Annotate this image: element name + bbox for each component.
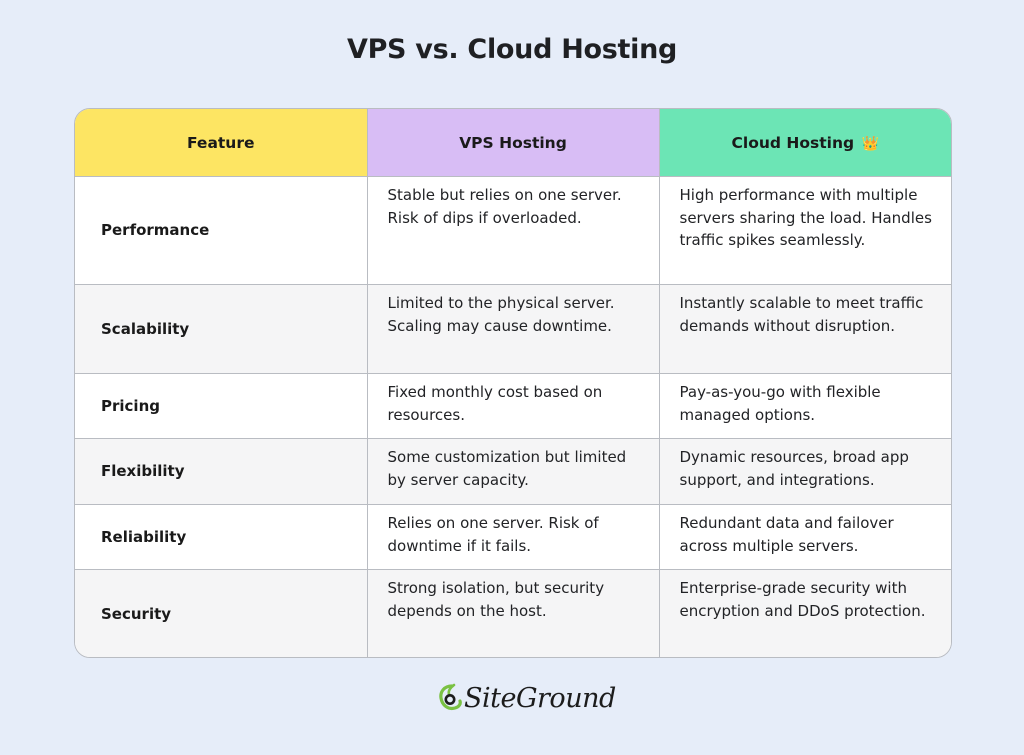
feature-cell: Pricing <box>75 373 368 439</box>
vps-cell: Some customization but limited by server… <box>367 438 660 505</box>
cloud-cell: Instantly scalable to meet traffic deman… <box>659 284 951 374</box>
logo-text: SiteGround <box>464 682 616 714</box>
comparison-table: Feature VPS Hosting Cloud Hosting 👑 Perf… <box>75 109 951 657</box>
cloud-cell: Enterprise-grade security with encryptio… <box>659 569 951 657</box>
siteground-logo: SiteGround <box>438 680 616 716</box>
comparison-table-container: Feature VPS Hosting Cloud Hosting 👑 Perf… <box>74 108 952 658</box>
vps-cell: Relies on one server. Risk of downtime i… <box>367 504 660 570</box>
table-row-scalability: Scalability Limited to the physical serv… <box>75 284 951 374</box>
header-feature: Feature <box>75 109 368 177</box>
table-header-row: Feature VPS Hosting Cloud Hosting 👑 <box>75 109 951 177</box>
vps-cell: Limited to the physical server. Scaling … <box>367 284 660 374</box>
header-feature-label: Feature <box>186 133 255 152</box>
siteground-swirl-icon <box>439 683 462 711</box>
header-cloud-label: Cloud Hosting <box>731 133 855 152</box>
header-vps-hosting: VPS Hosting <box>367 109 660 177</box>
cloud-cell: Dynamic resources, broad app support, an… <box>659 438 951 505</box>
header-cloud-hosting: Cloud Hosting 👑 <box>659 109 951 177</box>
cloud-cell: High performance with multiple servers s… <box>659 176 951 285</box>
table-row-flexibility: Flexibility Some customization but limit… <box>75 438 951 505</box>
feature-cell: Flexibility <box>75 438 368 505</box>
feature-cell: Reliability <box>75 504 368 570</box>
feature-cell: Scalability <box>75 284 368 374</box>
vps-cell: Stable but relies on one server. Risk of… <box>367 176 660 285</box>
table-row-pricing: Pricing Fixed monthly cost based on reso… <box>75 373 951 439</box>
table-row-reliability: Reliability Relies on one server. Risk o… <box>75 504 951 570</box>
crown-icon: 👑 <box>861 135 879 152</box>
cloud-cell: Pay-as-you-go with flexible managed opti… <box>659 373 951 439</box>
table-row-security: Security Strong isolation, but security … <box>75 569 951 657</box>
page-title: VPS vs. Cloud Hosting <box>346 34 678 65</box>
feature-cell: Performance <box>75 176 368 285</box>
vps-cell: Strong isolation, but security depends o… <box>367 569 660 657</box>
cloud-cell: Redundant data and failover across multi… <box>659 504 951 570</box>
header-vps-label: VPS Hosting <box>459 133 567 152</box>
feature-cell: Security <box>75 569 368 657</box>
table-row-performance: Performance Stable but relies on one ser… <box>75 176 951 285</box>
vps-cell: Fixed monthly cost based on resources. <box>367 373 660 439</box>
